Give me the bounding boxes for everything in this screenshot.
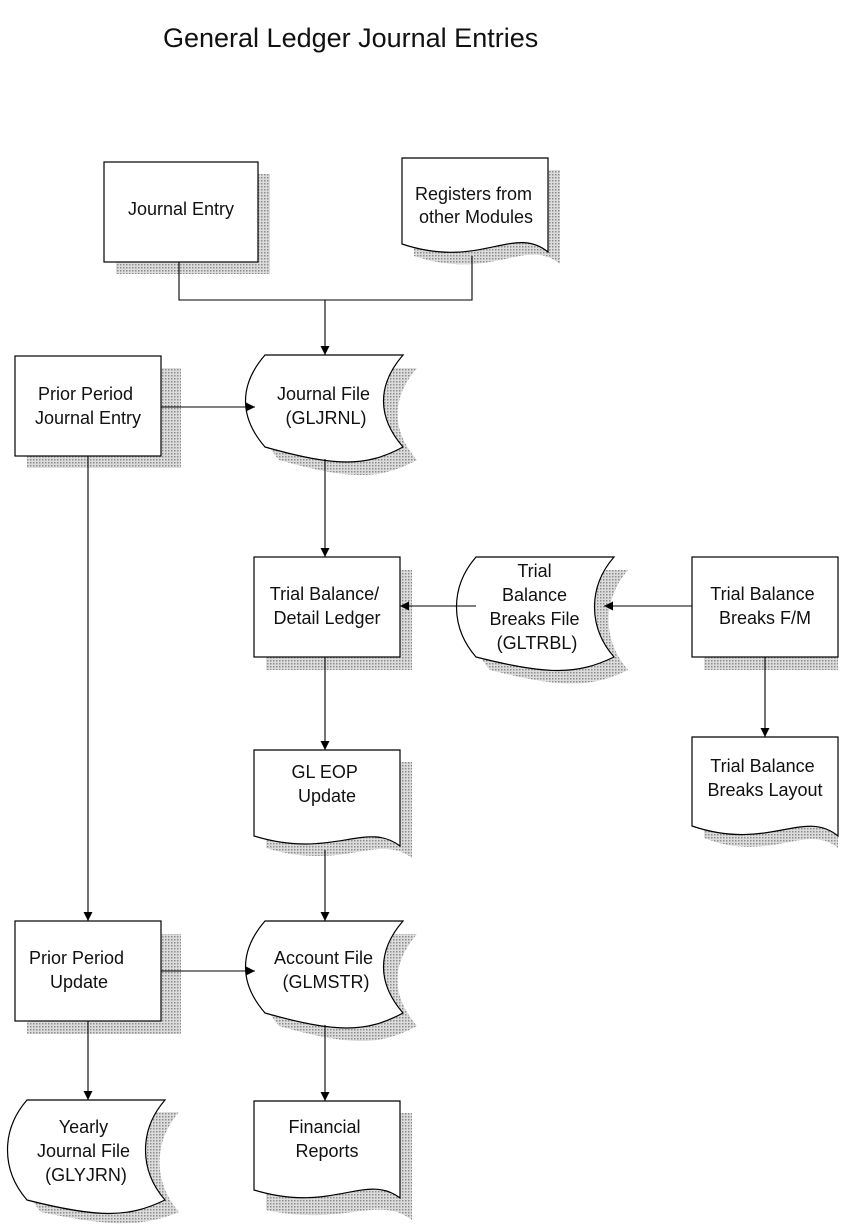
node-line: Breaks F/M (719, 608, 811, 628)
node-line: Prior Period (38, 384, 133, 404)
svg-text:Registers from other Mod: Registers from other Modules (415, 184, 537, 227)
node-line: Detail Ledger (273, 608, 380, 628)
svg-text:Account File (GLMSTR): Account File (GLMSTR) (274, 948, 378, 992)
node-line: Financial (288, 1117, 360, 1137)
node-line: Trial Balance/ (270, 584, 379, 604)
journal-entry-node: Journal Entry (103, 161, 270, 274)
node-line: (GLMSTR) (283, 972, 370, 992)
journal-file-node: Journal File (GLJRNL) (245, 354, 417, 475)
registers-document-node: Registers from other Modules (401, 157, 560, 265)
svg-text:Journal Entry: Journal Entry (128, 199, 234, 219)
svg-text:GL EOP Update: GL EOP Update (291, 762, 362, 806)
svg-text:Trial Balance Brea: Trial Balance Breaks File (GLTRBL) (489, 561, 584, 653)
connector-registers (325, 256, 473, 301)
svg-text:Financial Reports: Financial Reports (288, 1117, 365, 1161)
svg-text:Trial Balance Breaks F/M: Trial Balance Breaks F/M (710, 584, 819, 628)
node-line: Trial Balance (710, 756, 814, 776)
trial-balance-breaks-file-node: Trial Balance Breaks File (GLTRBL) (456, 556, 628, 684)
svg-text:Journal File (GLJRNL): Journal File (GLJRNL) (277, 384, 375, 428)
node-line: Update (50, 972, 108, 992)
node-line: Trial (517, 561, 551, 581)
financial-reports-document-node: Financial Reports (253, 1100, 412, 1220)
node-line: (GLJRNL) (285, 408, 366, 428)
node-line: (GLYJRN) (45, 1165, 127, 1185)
yearly-journal-file-node: Yearly Journal File (GLYJRN) (7, 1099, 179, 1224)
node-line: Breaks File (489, 609, 579, 629)
svg-text:Trial Balance Breaks Lay: Trial Balance Breaks Layout (707, 756, 822, 800)
node-line: Registers from (415, 184, 532, 204)
node-line: Balance (502, 585, 567, 605)
node-line: Journal File (277, 384, 370, 404)
node-line: Prior Period (29, 948, 124, 968)
trial-balance-ledger-node: Trial Balance/ Detail Ledger (253, 556, 412, 670)
node-line: Update (298, 786, 356, 806)
svg-text:Yearly Journal File: Yearly Journal File (GLYJRN) (37, 1117, 135, 1185)
breaks-layout-document-node: Trial Balance Breaks Layout (691, 736, 839, 848)
prior-period-update-node: Prior Period Update (14, 920, 181, 1034)
connector-journal-entry (178, 262, 325, 301)
node-line: Breaks Layout (707, 780, 822, 800)
svg-text:Prior Period Update: Prior Period Update (29, 948, 129, 992)
svg-text:Prior Period Journal Ent: Prior Period Journal Entry (35, 384, 141, 428)
node-line: Journal Entry (35, 408, 141, 428)
gl-eop-update-document-node: GL EOP Update (253, 749, 412, 858)
node-line: Trial Balance (710, 584, 814, 604)
node-line: (GLTRBL) (497, 633, 578, 653)
connectors (83, 256, 770, 1101)
prior-period-journal-entry-node: Prior Period Journal Entry (14, 355, 181, 468)
account-file-node: Account File (GLMSTR) (245, 920, 417, 1041)
diagram-title: General Ledger Journal Entries (163, 23, 538, 53)
node-line: Yearly (59, 1117, 108, 1137)
node-line: other Modules (419, 207, 533, 227)
node-line: Journal Entry (128, 199, 234, 219)
node-line: Journal File (37, 1141, 130, 1161)
node-line: Account File (274, 948, 373, 968)
node-line: GL EOP (291, 762, 357, 782)
svg-text:Trial Balance/ Detail Le: Trial Balance/ Detail Ledger (270, 584, 384, 628)
node-line: Reports (295, 1141, 358, 1161)
trial-balance-breaks-fm-node: Trial Balance Breaks F/M (691, 556, 839, 670)
